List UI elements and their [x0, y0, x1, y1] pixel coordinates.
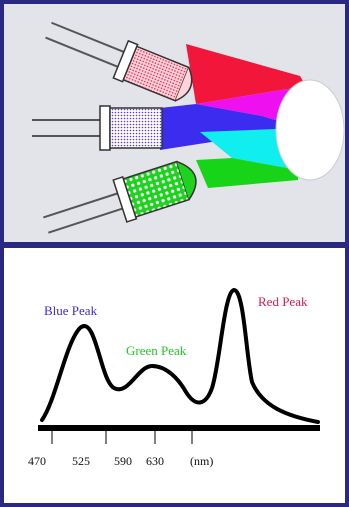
white-light-spot: [275, 79, 345, 181]
blue-led: [32, 105, 163, 151]
led-panel: [4, 4, 345, 242]
spectrum-curve: [40, 288, 320, 424]
blue-led-lens: [109, 107, 163, 149]
red-light-beam: [186, 44, 306, 104]
red-led-dome: [174, 67, 193, 102]
tick-label-590: 590: [114, 454, 132, 468]
green-peak-label: Green Peak: [126, 343, 187, 358]
tick-label-unit: (nm): [190, 454, 213, 468]
green-led-dome: [176, 160, 197, 201]
green-light-beam: [196, 158, 298, 188]
blue-light-beam: [160, 104, 302, 150]
spectrum-axis: [38, 425, 320, 431]
red-led-lead-2: [45, 36, 119, 68]
panel-divider: [4, 242, 345, 248]
green-led-lead-2: [48, 207, 123, 234]
red-peak-label: Red Peak: [258, 294, 308, 309]
tick-label-630: 630: [146, 454, 164, 468]
green-led: [43, 160, 197, 234]
red-led-lead-1: [51, 21, 125, 53]
blue-peak-label: Blue Peak: [44, 303, 98, 318]
spectrum-panel: 470 525 590 630 (nm) Blue Peak Green Pea…: [28, 288, 320, 468]
tick-label-470: 470: [28, 454, 46, 468]
red-led: [45, 21, 193, 102]
tick-label-525: 525: [72, 454, 90, 468]
blue-led-flange: [99, 105, 111, 151]
green-led-lead-1: [43, 192, 118, 219]
